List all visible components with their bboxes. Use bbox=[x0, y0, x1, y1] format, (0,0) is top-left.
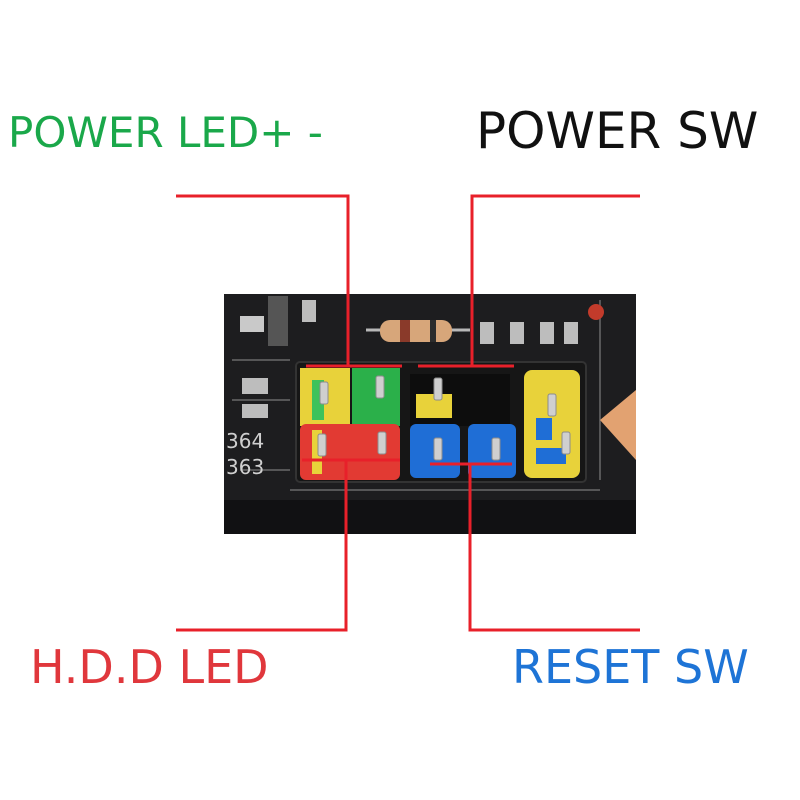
board-marking-364: 364 bbox=[226, 429, 264, 453]
smd-component bbox=[242, 378, 268, 394]
reset-sw-leader bbox=[468, 464, 640, 632]
power-led-leader bbox=[176, 194, 350, 366]
spare-pin-mark bbox=[536, 418, 552, 440]
spare-pin-mark bbox=[536, 448, 566, 464]
smd-component bbox=[510, 322, 524, 344]
chip-component bbox=[268, 296, 288, 346]
power-led-label: POWER LED+ - bbox=[8, 108, 323, 157]
board-marking-shape bbox=[600, 390, 636, 460]
silkscreen-lines bbox=[232, 300, 601, 491]
hdd-led-leader bbox=[176, 460, 348, 632]
metal-pins bbox=[317, 375, 571, 461]
diode bbox=[366, 320, 470, 342]
smd-component bbox=[540, 322, 554, 344]
smd-component bbox=[302, 300, 316, 322]
power-sw-label: POWER SW bbox=[476, 102, 759, 160]
capacitor bbox=[588, 304, 604, 320]
board-marking-363: 363 bbox=[226, 455, 264, 479]
hdd-led-label: H.D.D LED bbox=[30, 640, 269, 694]
leader-lines bbox=[176, 194, 640, 632]
smd-component bbox=[240, 316, 264, 332]
power-sw-leader bbox=[470, 194, 640, 366]
smd-component bbox=[564, 322, 578, 344]
pcb-edge bbox=[224, 500, 636, 534]
reset-sw-label: RESET SW bbox=[512, 640, 749, 694]
smd-component bbox=[480, 322, 494, 344]
smd-component bbox=[242, 404, 268, 418]
hdd-led-stripe bbox=[312, 430, 322, 474]
